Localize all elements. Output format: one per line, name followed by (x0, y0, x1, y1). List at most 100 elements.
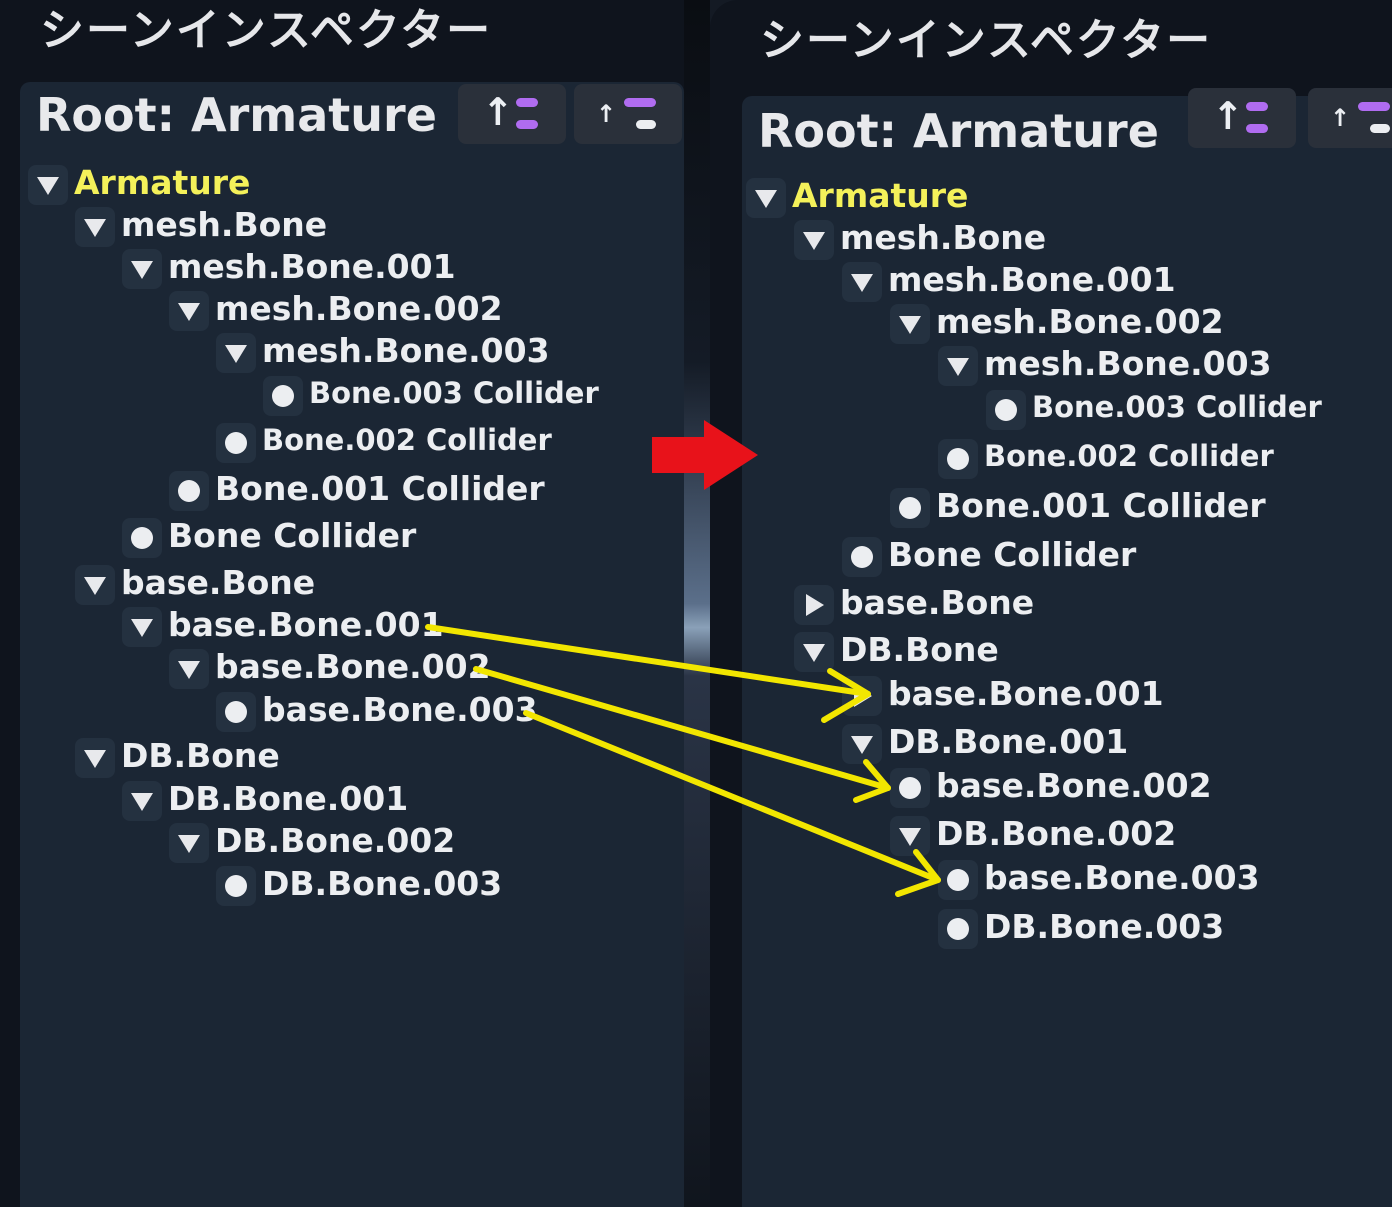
sort-ascending-button[interactable]: ↑ (1188, 88, 1296, 148)
expand-toggle[interactable] (794, 632, 834, 672)
leaf-marker[interactable] (216, 866, 256, 906)
dot-icon (899, 777, 921, 799)
node-label: DB.Bone (121, 736, 280, 775)
expand-toggle[interactable] (75, 738, 115, 778)
expand-toggle[interactable] (794, 220, 834, 260)
leaf-marker[interactable] (169, 471, 209, 511)
triangle-down-icon (84, 577, 106, 595)
panel-title: シーンインスペクター (40, 5, 493, 56)
node-label: base.Bone.001 (168, 605, 444, 644)
leaf-marker[interactable] (842, 537, 882, 577)
dot-icon (178, 480, 200, 502)
dot-icon (947, 869, 969, 891)
node-label: Bone.003 Collider (1032, 390, 1322, 424)
leaf-marker[interactable] (122, 518, 162, 558)
sort-bar-icon (1370, 124, 1390, 133)
leaf-marker[interactable] (216, 423, 256, 463)
node-label: DB.Bone.002 (215, 821, 456, 860)
leaf-marker[interactable] (938, 860, 978, 900)
leaf-marker[interactable] (986, 390, 1026, 430)
expand-toggle[interactable] (169, 291, 209, 331)
triangle-down-icon (37, 177, 59, 195)
leaf-marker[interactable] (938, 909, 978, 949)
expand-toggle[interactable] (794, 585, 834, 625)
triangle-down-icon (947, 358, 969, 376)
node-label: DB.Bone.002 (936, 814, 1177, 853)
node-label: mesh.Bone.003 (984, 344, 1272, 383)
node-label: mesh.Bone.001 (888, 260, 1176, 299)
node-label: base.Bone (840, 583, 1035, 622)
node-label: Armature (792, 176, 969, 215)
leaf-marker[interactable] (890, 488, 930, 528)
node-label: Bone.002 Collider (262, 423, 552, 457)
sort-bar-icon (1246, 124, 1268, 133)
leaf-marker[interactable] (938, 439, 978, 479)
triangle-down-icon (851, 274, 873, 292)
root-label: Root: Armature (758, 104, 1159, 158)
node-label: Bone.001 Collider (215, 469, 545, 508)
expand-toggle[interactable] (28, 165, 68, 205)
sort-bar-icon (516, 120, 538, 129)
expand-toggle[interactable] (890, 304, 930, 344)
expand-toggle[interactable] (122, 249, 162, 289)
leaf-marker[interactable] (216, 692, 256, 732)
triangle-down-icon (178, 835, 200, 853)
leaf-marker[interactable] (263, 376, 303, 416)
expand-toggle[interactable] (122, 781, 162, 821)
triangle-down-icon (225, 345, 247, 363)
sort-bar-icon (636, 120, 656, 129)
expand-toggle[interactable] (890, 816, 930, 856)
dot-icon (225, 432, 247, 454)
arrow-up-icon: ↑ (482, 90, 514, 134)
dot-icon (851, 546, 873, 568)
expand-toggle[interactable] (216, 333, 256, 373)
expand-toggle[interactable] (169, 823, 209, 863)
triangle-down-icon (803, 232, 825, 250)
node-label: Bone.002 Collider (984, 439, 1274, 473)
expand-toggle[interactable] (938, 346, 978, 386)
sort-bar-icon (1358, 102, 1390, 111)
triangle-down-icon (899, 316, 921, 334)
expand-toggle[interactable] (842, 262, 882, 302)
expand-toggle[interactable] (842, 724, 882, 764)
triangle-down-icon (131, 261, 153, 279)
expand-toggle[interactable] (842, 676, 882, 716)
triangle-down-icon (899, 828, 921, 846)
dot-icon (899, 497, 921, 519)
node-label: Bone.003 Collider (309, 376, 599, 410)
triangle-down-icon (131, 619, 153, 637)
expand-toggle[interactable] (75, 565, 115, 605)
dot-icon (225, 875, 247, 897)
triangle-down-icon (84, 750, 106, 768)
node-label: base.Bone.003 (984, 858, 1260, 897)
expand-toggle[interactable] (75, 207, 115, 247)
node-label: Bone Collider (168, 516, 417, 555)
node-label: mesh.Bone (121, 205, 328, 244)
dot-icon (225, 701, 247, 723)
node-label: mesh.Bone.002 (215, 289, 503, 328)
sort-ascending-button[interactable]: ↑ (458, 84, 566, 144)
expand-toggle[interactable] (169, 649, 209, 689)
dot-icon (947, 918, 969, 940)
viewport-background (684, 0, 710, 1207)
node-label: mesh.Bone.001 (168, 247, 456, 286)
dot-icon (272, 385, 294, 407)
arrow-up-icon: ↑ (596, 100, 617, 128)
sort-bar-icon (1246, 102, 1268, 111)
sort-descending-button[interactable]: ↑ (1308, 88, 1392, 148)
expand-toggle[interactable] (746, 178, 786, 218)
node-label: base.Bone.001 (888, 674, 1164, 713)
node-label: DB.Bone.003 (984, 907, 1225, 946)
triangle-right-icon (854, 685, 872, 707)
node-label: mesh.Bone (840, 218, 1047, 257)
sort-descending-button[interactable]: ↑ (574, 84, 682, 144)
expand-toggle[interactable] (122, 607, 162, 647)
node-label: mesh.Bone.002 (936, 302, 1224, 341)
node-label: base.Bone (121, 563, 316, 602)
triangle-right-icon (806, 594, 824, 616)
triangle-down-icon (178, 661, 200, 679)
leaf-marker[interactable] (890, 768, 930, 808)
